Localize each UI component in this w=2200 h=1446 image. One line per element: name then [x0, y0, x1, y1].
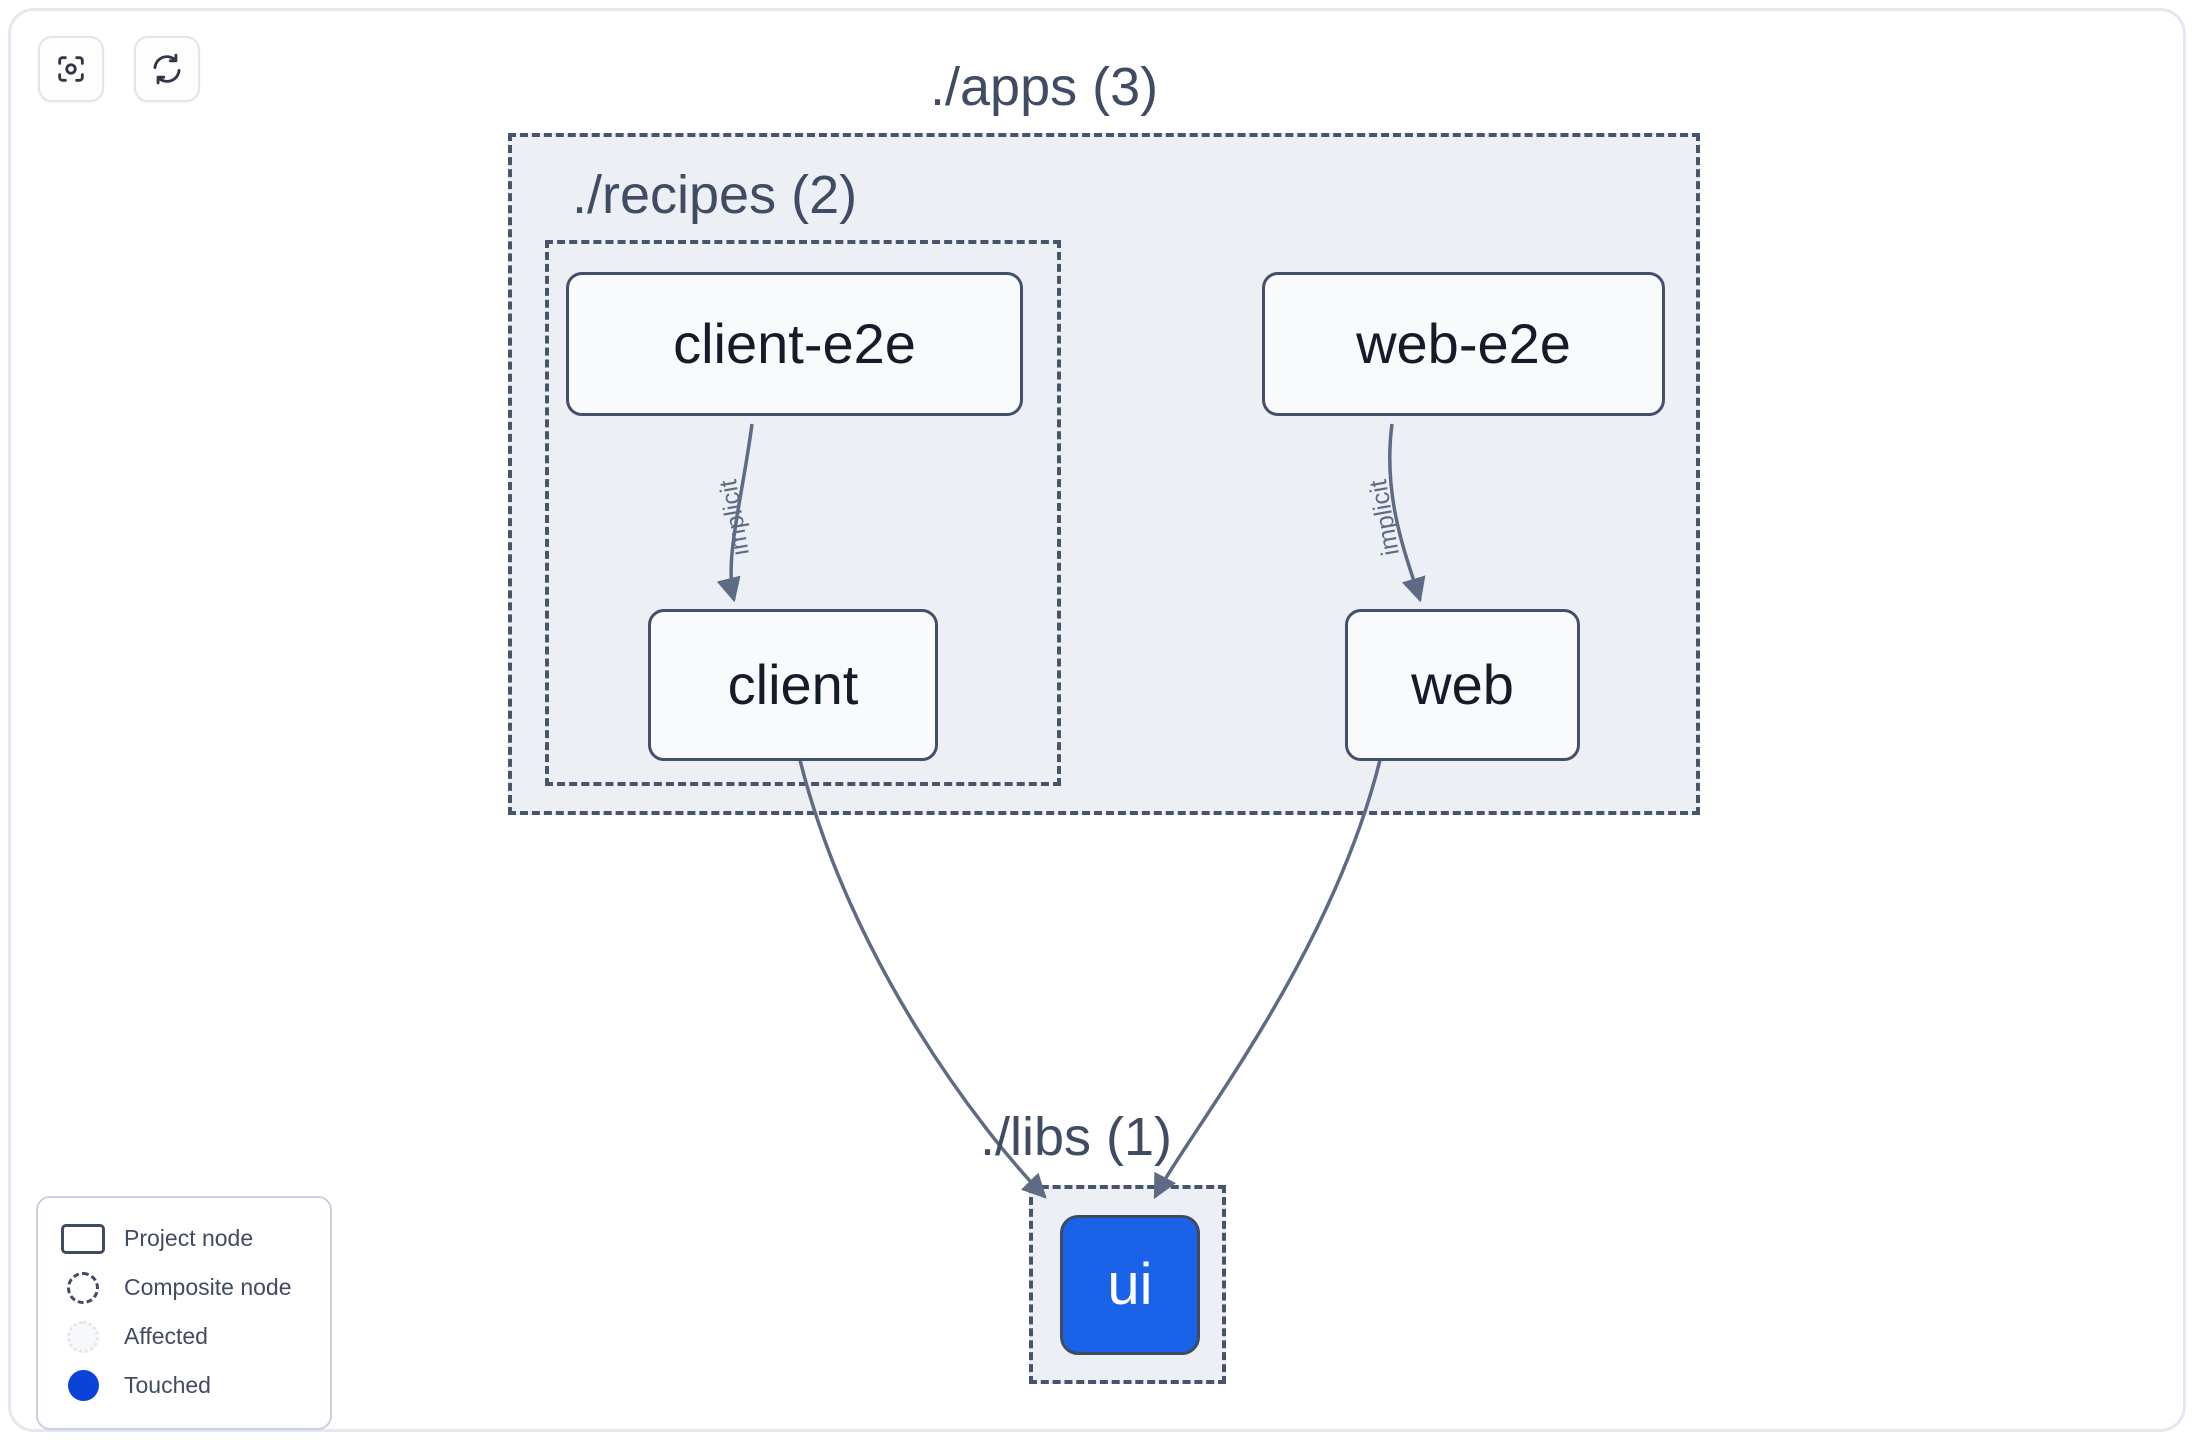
node-client[interactable]: client	[648, 609, 938, 761]
edge-web-to-ui	[1153, 759, 1382, 1200]
legend-item-project: Project node	[60, 1214, 312, 1263]
node-web-e2e[interactable]: web-e2e	[1262, 272, 1665, 416]
group-label-apps: ./apps (3)	[930, 57, 1159, 117]
refresh-icon	[150, 52, 184, 86]
legend-label-affected: Affected	[124, 1323, 208, 1349]
legend-label-touched: Touched	[124, 1372, 211, 1398]
focus-target-icon	[54, 52, 88, 86]
legend-label-composite: Composite node	[124, 1274, 292, 1300]
node-ui[interactable]: ui	[1060, 1215, 1200, 1355]
legend-item-touched: Touched	[60, 1361, 312, 1410]
node-label-ui: ui	[1107, 1252, 1153, 1317]
legend-item-affected: Affected	[60, 1312, 312, 1361]
refresh-graph-button[interactable]	[134, 36, 200, 102]
graph-toolbar	[38, 36, 200, 102]
legend-label-project: Project node	[124, 1225, 254, 1251]
node-label-client: client	[727, 653, 859, 716]
node-web[interactable]: web	[1345, 609, 1580, 761]
affected-node-swatch-icon	[60, 1320, 106, 1353]
graph-legend: Project node Composite node Affected Tou…	[36, 1196, 332, 1430]
node-client-e2e[interactable]: client-e2e	[566, 272, 1023, 416]
node-label-web: web	[1411, 653, 1514, 716]
touched-node-swatch-icon	[60, 1370, 106, 1402]
legend-item-composite: Composite node	[60, 1263, 312, 1312]
project-node-swatch-icon	[60, 1223, 106, 1255]
node-label-client-e2e: client-e2e	[673, 312, 916, 375]
focus-graph-button[interactable]	[38, 36, 104, 102]
group-label-recipes: ./recipes (2)	[572, 165, 858, 225]
composite-node-swatch-icon	[60, 1271, 106, 1304]
group-label-libs: ./libs (1)	[980, 1107, 1173, 1167]
node-label-web-e2e: web-e2e	[1356, 312, 1571, 375]
